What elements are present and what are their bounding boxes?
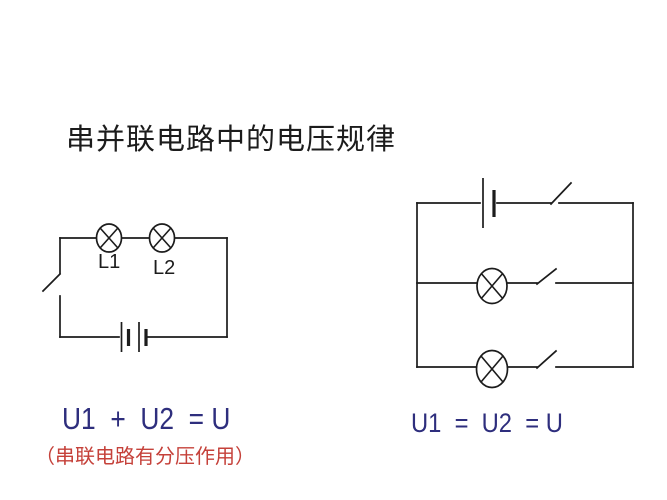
lamp-cross-line (100, 228, 118, 248)
battery-icon (122, 322, 147, 352)
switch-icon (537, 351, 556, 368)
battery-icon (483, 178, 494, 228)
switch-icon (43, 274, 60, 291)
switch-icon (537, 269, 556, 284)
parallel-circuit-diagram (417, 178, 633, 388)
lamp-cross-line (481, 274, 502, 299)
lamp2-label: L2 (153, 257, 175, 279)
series-voltage-formula: U1 + U2 = U (62, 401, 231, 436)
series-circuit-diagram: L1 L2 (43, 224, 227, 352)
page-title: 串并联电路中的电压规律 (66, 124, 397, 156)
lamp-cross-line (481, 356, 503, 382)
lamp-icon-L2 (150, 224, 175, 252)
switch-icon (551, 183, 571, 204)
lamp1-label: L1 (98, 251, 120, 273)
lamp-icon (477, 269, 507, 304)
parallel-voltage-formula: U1 = U2 = U (411, 408, 563, 438)
series-voltage-note: （串联电路有分压作用） (35, 446, 255, 468)
lamp-icon-L1 (97, 224, 122, 252)
lamp-icon (477, 351, 508, 388)
lamp-cross-line (153, 228, 171, 248)
